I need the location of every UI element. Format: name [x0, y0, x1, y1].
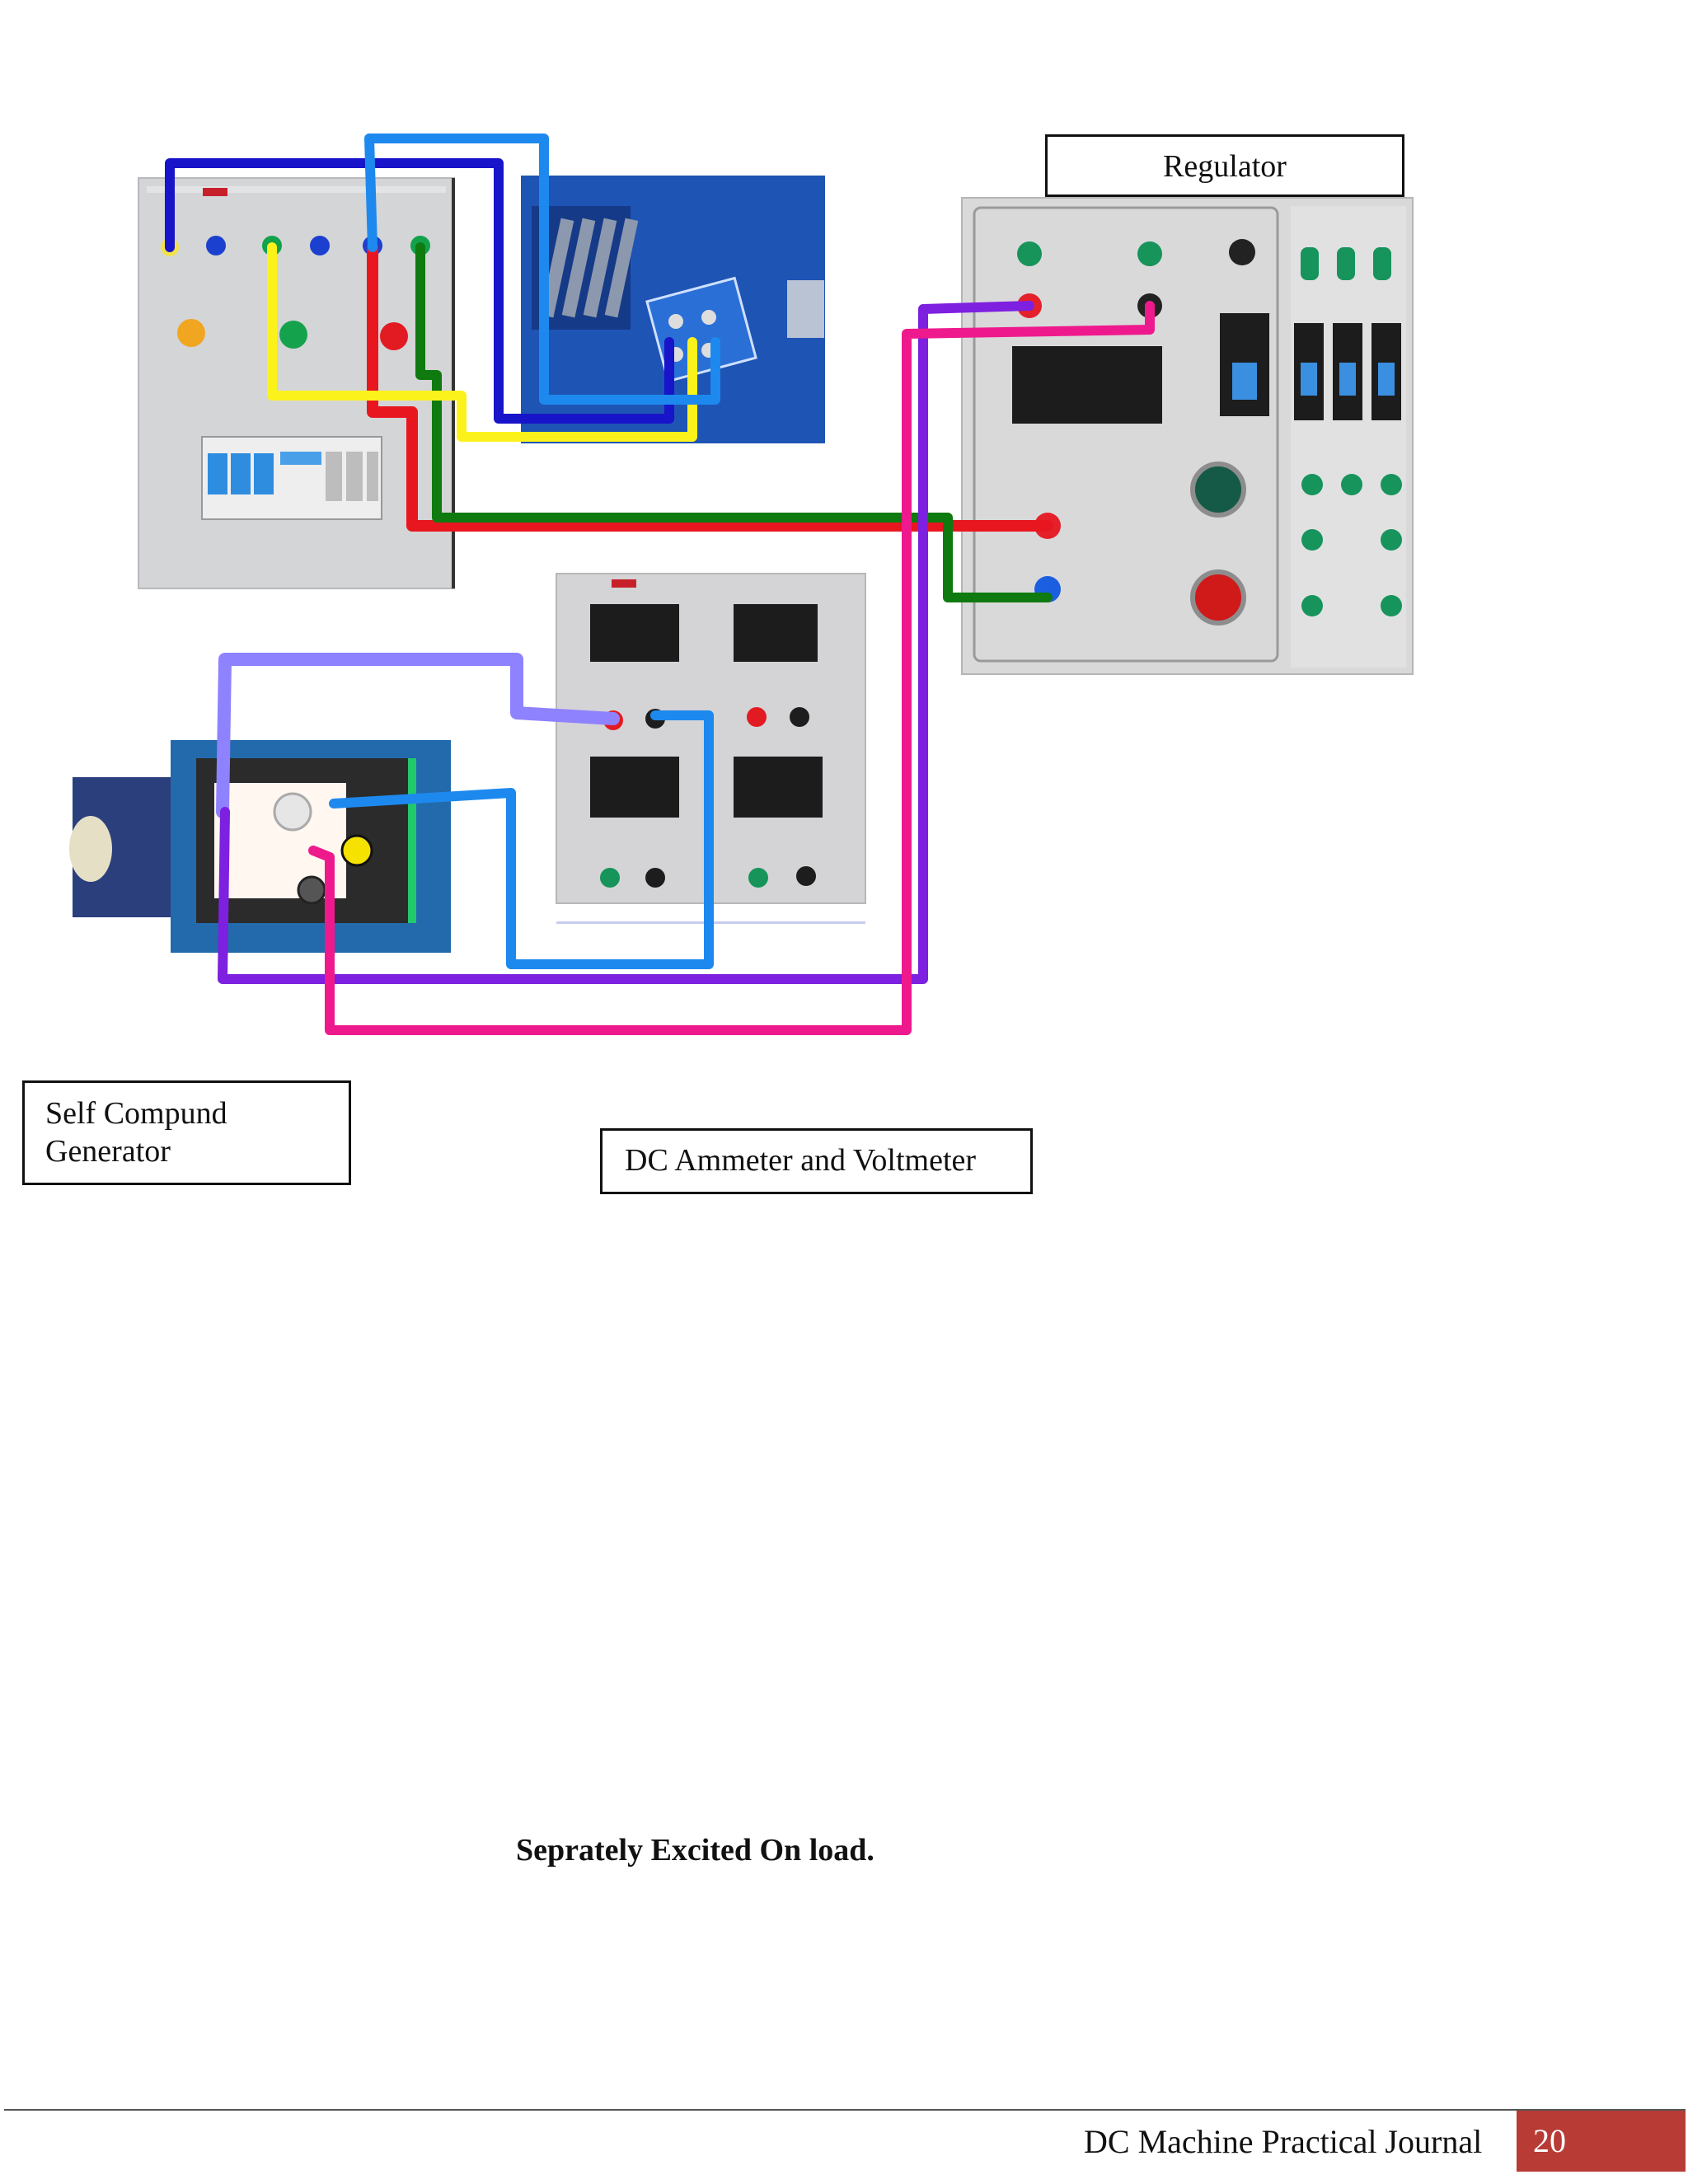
- wire-pink: [308, 301, 1155, 1035]
- footer-divider: [4, 2109, 1686, 2111]
- reg-knob: [1229, 239, 1255, 265]
- meter-label: DC Ammeter and Voltmeter: [600, 1128, 1033, 1194]
- reg-lamp-green: [1190, 462, 1246, 518]
- reg-display: [1012, 346, 1162, 424]
- meter-display-3: [590, 757, 679, 818]
- terminal-blue-1: [206, 236, 226, 255]
- knob-red: [380, 322, 408, 350]
- wire-light-blue-bottom: [329, 710, 714, 969]
- wire-lavender: [216, 653, 620, 818]
- terminal-blue-2: [310, 236, 330, 255]
- figure-caption: Seprately Excited On load.: [516, 1833, 874, 1868]
- regulator-panel: [961, 197, 1414, 675]
- regulator-label: Regulator: [1045, 134, 1404, 197]
- footer-title: DC Machine Practical Journal: [1084, 2123, 1483, 2160]
- wires: [165, 134, 1155, 1035]
- reg-terminal-green-1: [1017, 241, 1042, 266]
- generator-label-line2: Generator: [45, 1134, 171, 1169]
- generator-label-line1: Self Compund: [45, 1096, 227, 1131]
- meter-display-4: [734, 757, 823, 818]
- reg-lamp-red: [1190, 569, 1246, 626]
- meter-display-1: [590, 604, 679, 662]
- wire-green: [415, 242, 1053, 602]
- generator-label: Self Compund Generator: [22, 1080, 351, 1185]
- wire-dark-blue: [165, 158, 674, 424]
- meter-display-2: [734, 604, 818, 662]
- wire-light-blue-top: [364, 134, 720, 405]
- page-number: 20: [1517, 2111, 1686, 2172]
- knob-orange: [177, 319, 205, 347]
- reg-terminal-green-2: [1137, 241, 1162, 266]
- wire-purple: [218, 301, 1034, 984]
- supply-panel: [138, 177, 455, 589]
- wire-red: [367, 241, 1053, 532]
- wire-yellow: [267, 242, 697, 442]
- knob-green: [279, 321, 307, 349]
- meter-panel: [556, 573, 866, 924]
- generator-photo: [69, 740, 451, 953]
